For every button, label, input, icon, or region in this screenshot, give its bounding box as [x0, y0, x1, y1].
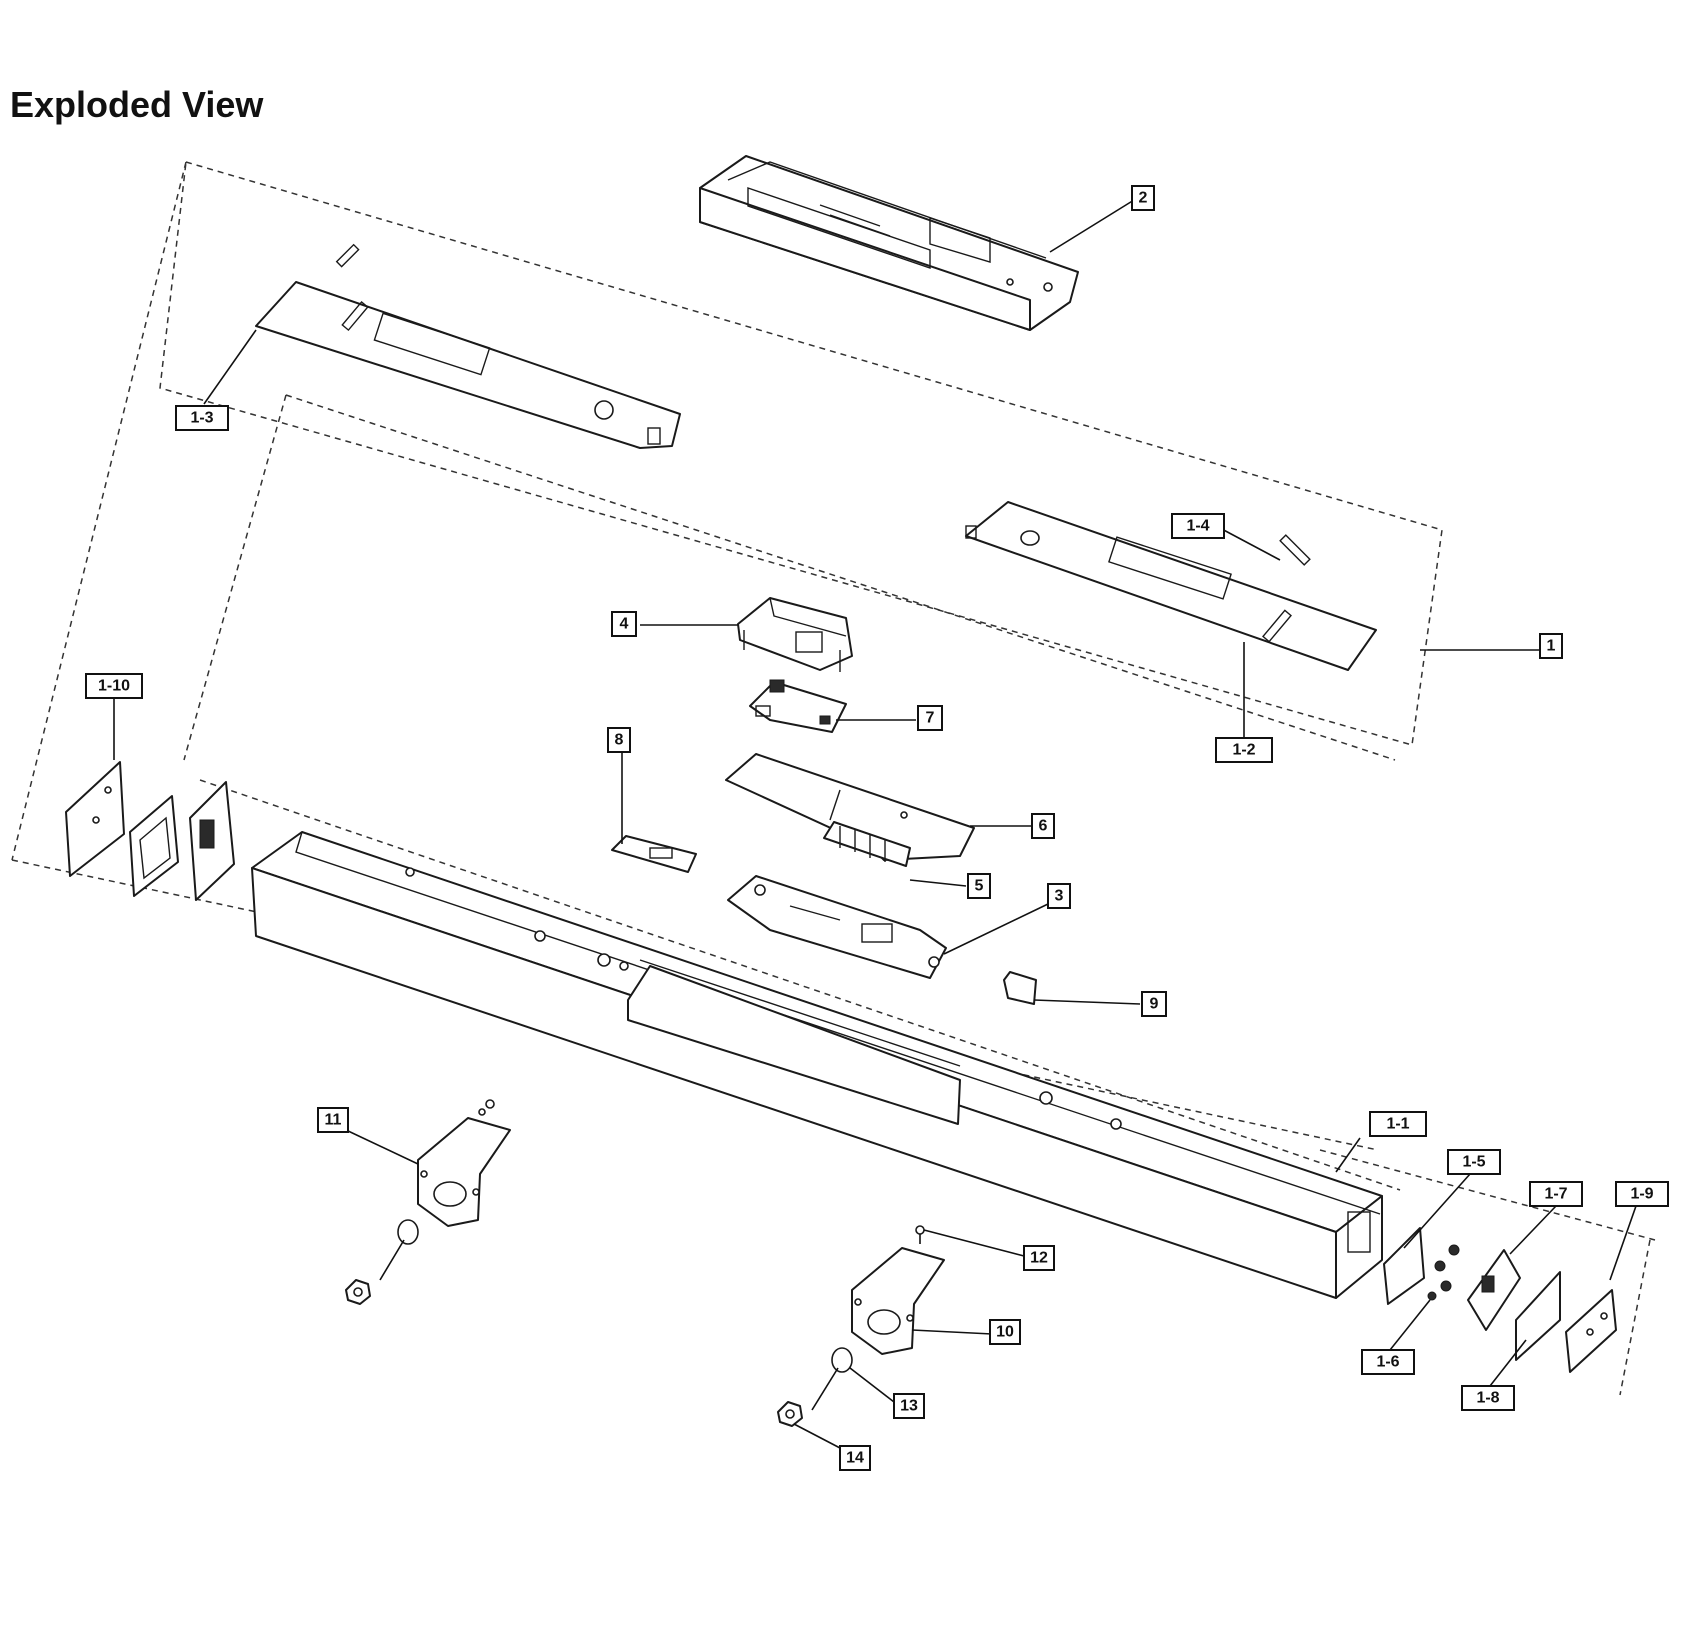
- part-1-5-end-plate: [1383, 1227, 1425, 1305]
- part-14-nut: [777, 1401, 803, 1427]
- callout-5: 5: [967, 873, 991, 899]
- svg-text:9: 9: [1150, 996, 1159, 1013]
- callout-13: 13: [893, 1393, 925, 1419]
- part-9-clip: [1003, 971, 1037, 1005]
- callout-7: 7: [917, 705, 943, 731]
- left-gasket: [129, 795, 179, 897]
- part-12-bolt: [915, 1225, 925, 1244]
- svg-text:1-7: 1-7: [1544, 1186, 1567, 1203]
- callout-1-4: 1-4: [1171, 513, 1225, 539]
- svg-text:1-9: 1-9: [1630, 1186, 1653, 1203]
- leader-lines: [113, 199, 1637, 1449]
- left-end-cap: [189, 781, 235, 901]
- callout-1-7: 1-7: [1529, 1181, 1583, 1207]
- callout-1-6: 1-6: [1361, 1349, 1415, 1375]
- nut-left: [345, 1279, 371, 1305]
- svg-text:8: 8: [615, 732, 624, 749]
- svg-text:1-5: 1-5: [1462, 1154, 1485, 1171]
- part-7-board: [749, 679, 847, 733]
- svg-text:12: 12: [1030, 1250, 1048, 1267]
- callout-1-10: 1-10: [85, 673, 143, 699]
- callout-9: 9: [1141, 991, 1167, 1017]
- part-1-2-right-plate: [965, 501, 1377, 671]
- svg-text:4: 4: [620, 616, 629, 633]
- callout-1: 1: [1539, 633, 1563, 659]
- part-13-screw: [811, 1347, 853, 1411]
- svg-text:5: 5: [975, 878, 984, 895]
- callout-1-3: 1-3: [175, 405, 229, 431]
- svg-text:1-2: 1-2: [1232, 742, 1255, 759]
- part-1-8-gasket: [1515, 1271, 1561, 1361]
- callout-10: 10: [989, 1319, 1021, 1345]
- assembly-outline-1: [11, 161, 1656, 1396]
- part-1-9-end-cap: [1565, 1289, 1617, 1373]
- callout-8: 8: [607, 727, 631, 753]
- svg-text:2: 2: [1139, 190, 1148, 207]
- callout-12: 12: [1023, 1245, 1055, 1271]
- page-title: Exploded View: [10, 84, 264, 125]
- part-1-10-end-plate: [65, 761, 125, 877]
- part-1-1-main-housing: [251, 831, 1383, 1299]
- callout-6: 6: [1031, 813, 1055, 839]
- svg-text:11: 11: [325, 1112, 342, 1129]
- callout-14: 14: [839, 1445, 871, 1471]
- svg-text:1: 1: [1547, 638, 1556, 655]
- part-1-3-top-plate: [255, 243, 681, 449]
- part-1-7-end-board: [1467, 1249, 1521, 1331]
- svg-text:10: 10: [996, 1324, 1014, 1341]
- callout-1-8: 1-8: [1461, 1385, 1515, 1411]
- svg-text:1-4: 1-4: [1186, 518, 1209, 535]
- part-1-6-pins: [1427, 1244, 1460, 1301]
- part-11-wall-bracket: [417, 1108, 511, 1227]
- svg-text:3: 3: [1055, 888, 1064, 905]
- callout-1-9: 1-9: [1615, 1181, 1669, 1207]
- callout-1-2: 1-2: [1215, 737, 1273, 763]
- callout-1-5: 1-5: [1447, 1149, 1501, 1175]
- svg-text:1-6: 1-6: [1376, 1354, 1399, 1371]
- svg-text:6: 6: [1039, 818, 1048, 835]
- part-3-bracket: [727, 875, 947, 979]
- callout-11: 11: [317, 1107, 349, 1133]
- bolt-left: [485, 1099, 495, 1109]
- svg-text:13: 13: [900, 1398, 918, 1415]
- svg-text:7: 7: [926, 710, 935, 727]
- svg-text:1-8: 1-8: [1476, 1390, 1499, 1407]
- part-4-bracket: [737, 597, 853, 672]
- part-10-wall-bracket: [851, 1247, 945, 1355]
- svg-text:1-1: 1-1: [1386, 1116, 1409, 1133]
- part-8-card: [611, 835, 697, 873]
- part-5-connector: [823, 821, 911, 867]
- part-2-top-cover: [699, 155, 1079, 331]
- callout-2: 2: [1131, 185, 1155, 211]
- screw-left: [379, 1219, 419, 1281]
- svg-text:1-3: 1-3: [190, 410, 213, 427]
- callout-4: 4: [611, 611, 637, 637]
- callout-3: 3: [1047, 883, 1071, 909]
- svg-text:14: 14: [846, 1450, 864, 1467]
- callout-1-1: 1-1: [1369, 1111, 1427, 1137]
- svg-text:1-10: 1-10: [98, 678, 130, 695]
